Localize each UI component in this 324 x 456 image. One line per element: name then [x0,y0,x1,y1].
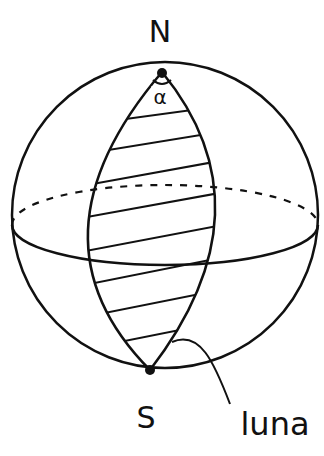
angle-label: α [151,86,168,108]
south-pole-dot [145,365,155,375]
region-label: luna [240,408,309,440]
sphere-outline [12,62,318,368]
equator-back [12,185,318,225]
pole-label: S [136,403,155,433]
north-pole-dot [157,68,167,78]
lune-hatching [60,98,280,354]
pole-label: N [149,17,171,47]
equator-front [12,225,318,265]
angle-arc [153,80,171,84]
leader-line [172,339,230,404]
lune-outline [88,72,215,370]
